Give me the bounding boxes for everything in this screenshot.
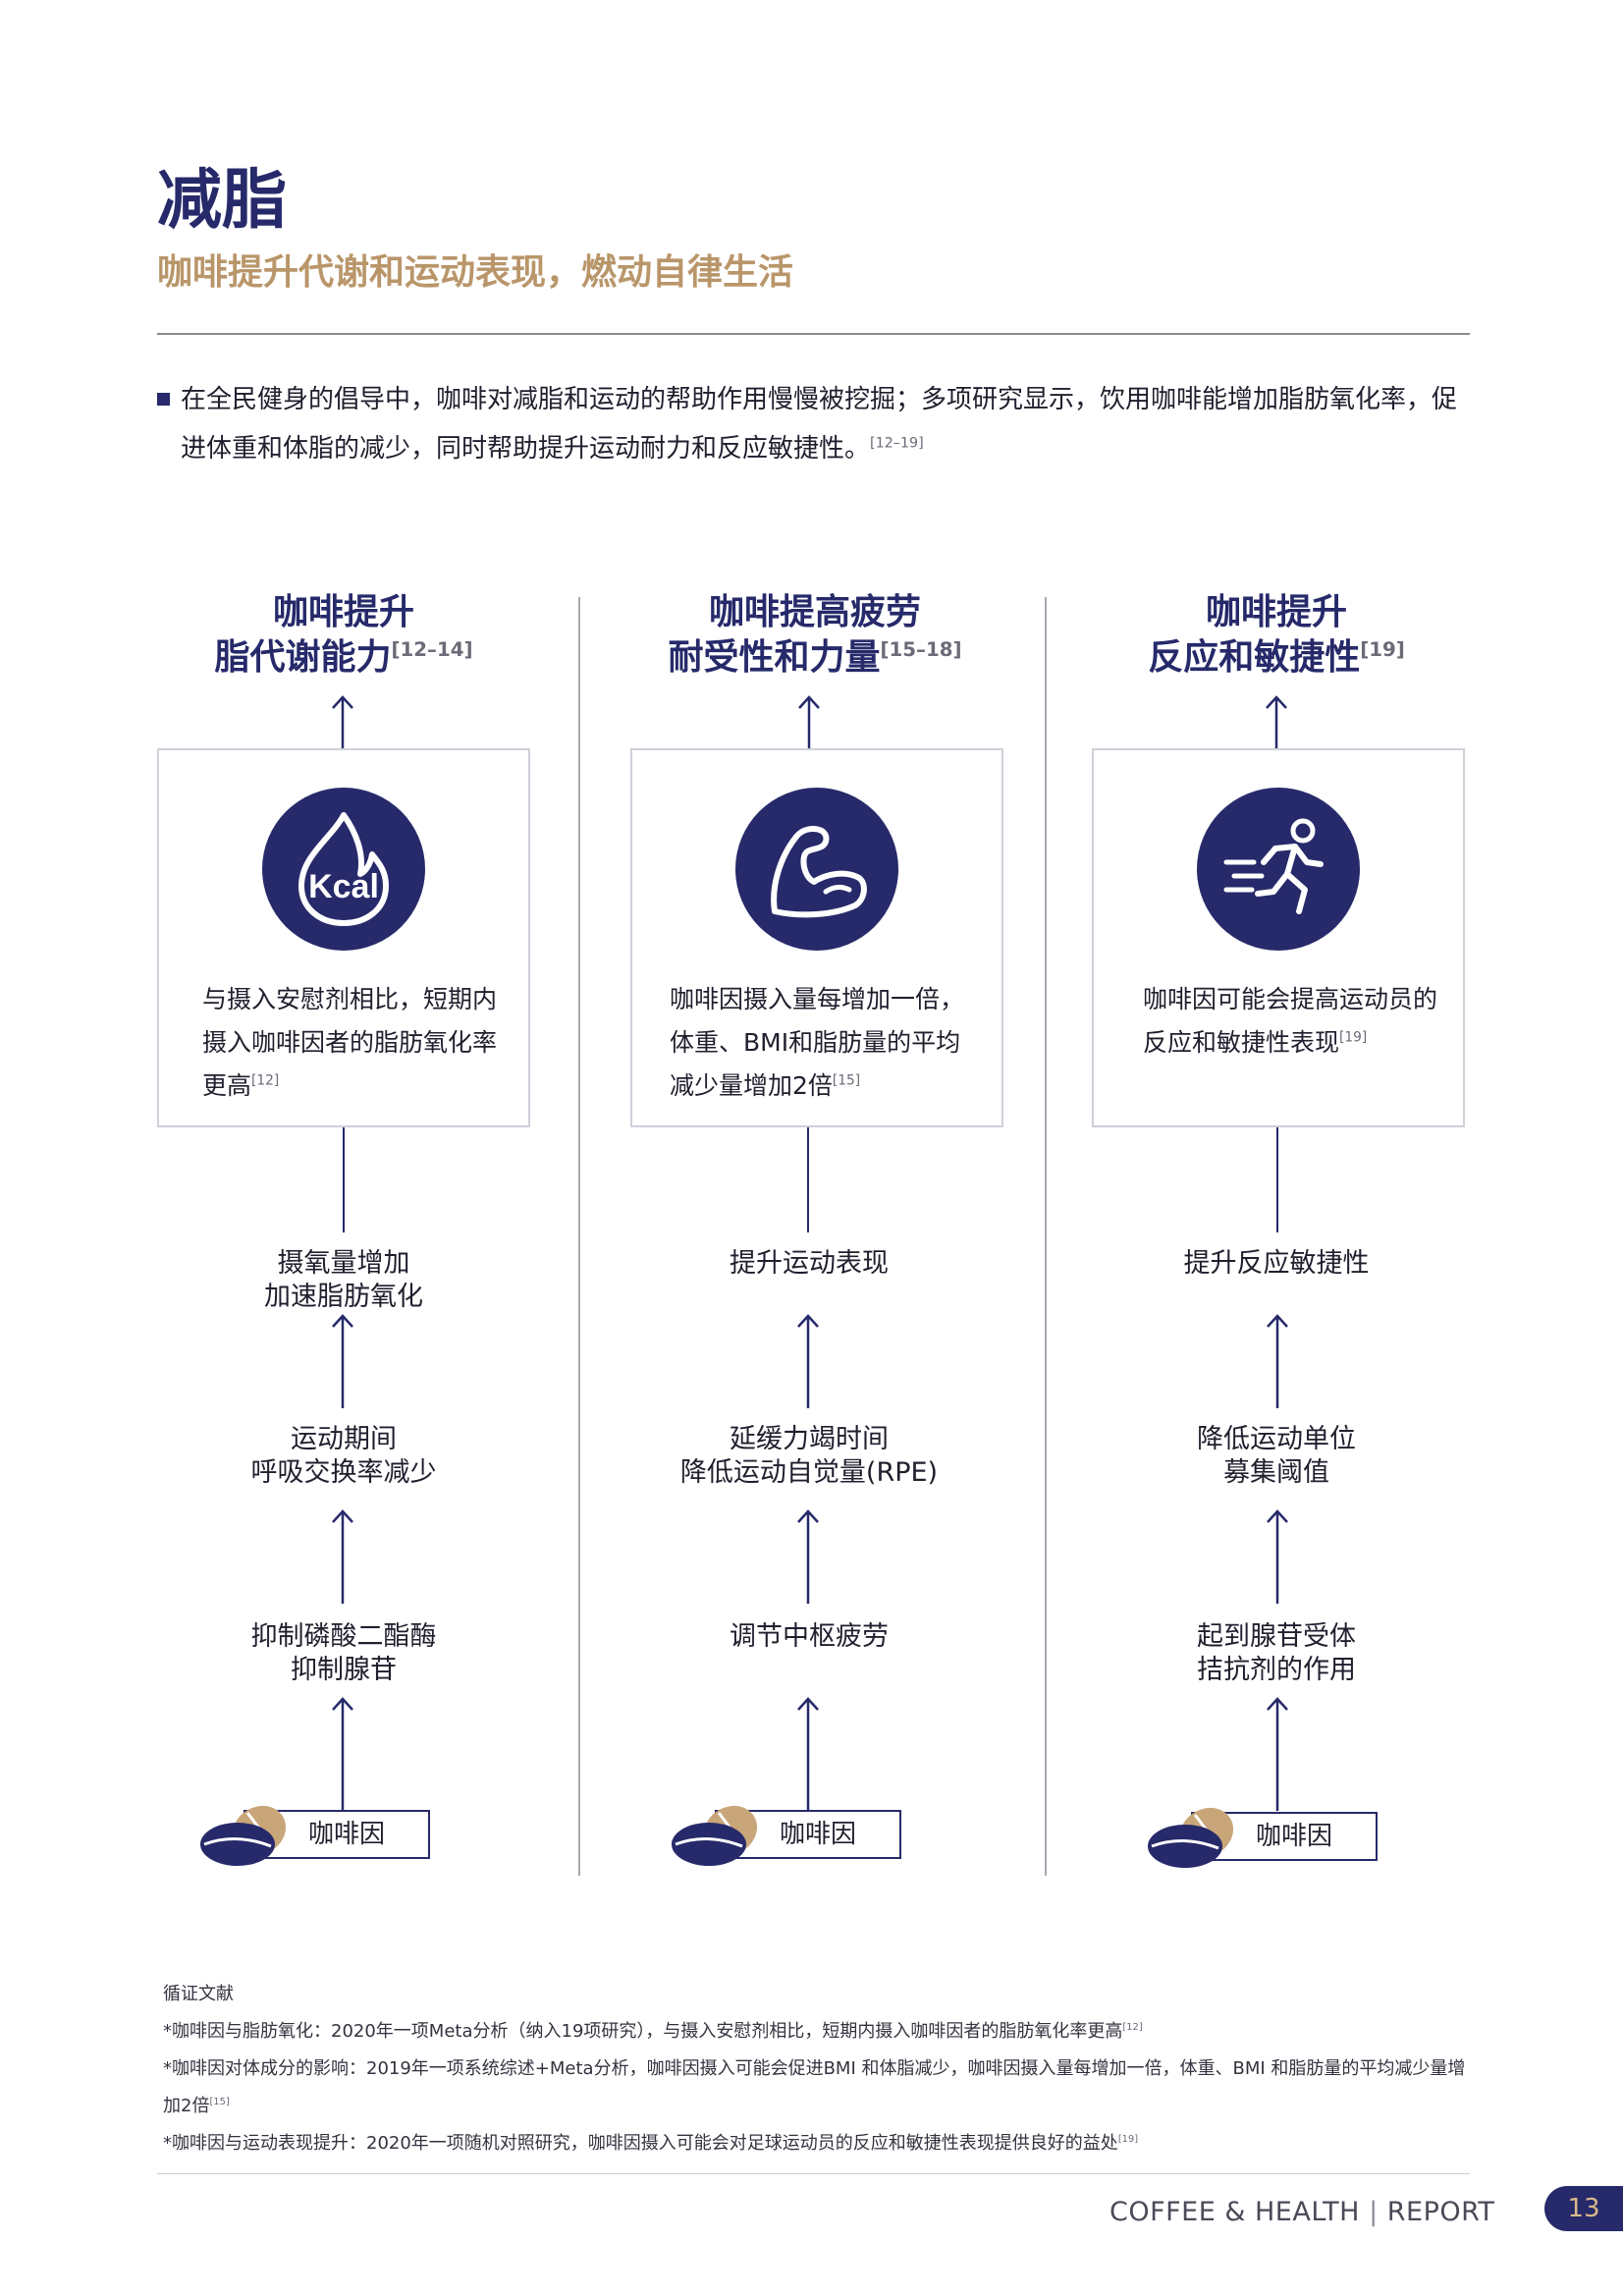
column-title-ref: [19] (1360, 638, 1405, 661)
card-ref: [19] (1339, 1029, 1368, 1046)
mechanism-step-3: 提升运动表现 (730, 1248, 889, 1279)
arrow-up-icon (1267, 1509, 1288, 1604)
card-text: 与摄入安慰剂相比，短期内摄入咖啡因者的脂肪氧化率更高[12] (202, 985, 498, 1100)
kcal-label: Kcal (308, 868, 379, 905)
reference-item: *咖啡因与运动表现提升：2020年一项随机对照研究，咖啡因摄入可能会对足球运动员… (163, 2133, 1139, 2154)
intro-ref: [12–19] (870, 435, 924, 452)
arrow-up-icon (797, 1509, 819, 1604)
column-title: 咖啡提高疲劳 耐受性和力量[15–18] (628, 590, 1001, 681)
mechanism-step-1: 抑制磷酸二酯酶 抑制腺苷 (250, 1621, 437, 1685)
running-person-icon (1197, 788, 1360, 951)
coffee-bean-icon (672, 1805, 758, 1866)
footer-brand: COFFEE & HEALTH | REPORT (1109, 2197, 1495, 2227)
info-card: 咖啡因摄入量每增加一倍，体重、BMI和脂肪量的平均减少量增加2倍[15] (630, 748, 1003, 1127)
references: 循证文献 *咖啡因与脂肪氧化：2020年一项Meta分析（纳入19项研究），与摄… (163, 1976, 1479, 2162)
page-title: 减脂 (157, 162, 287, 238)
arrow-up-icon (1266, 695, 1287, 750)
arrow-up-icon (797, 1314, 819, 1408)
reference-item: *咖啡因与脂肪氧化：2020年一项Meta分析（纳入19项研究），与摄入安慰剂相… (163, 2021, 1143, 2042)
column-title: 咖啡提升 脂代谢能力[12–14] (157, 590, 530, 681)
column-divider (1045, 597, 1047, 1876)
mechanism-step-1: 起到腺苷受体 拮抗剂的作用 (1197, 1621, 1356, 1685)
intro-text: 在全民健身的倡导中，咖啡对减脂和运动的帮助作用慢慢被挖掘；多项研究显示，饮用咖啡… (181, 385, 1458, 464)
column-title-ref: [15–18] (880, 638, 962, 661)
footer-separator: | (1369, 2197, 1387, 2227)
info-card: Kcal 与摄入安慰剂相比，短期内摄入咖啡因者的脂肪氧化率更高[12] (157, 748, 530, 1127)
mechanism-step-2: 运动期间 呼吸交换率减少 (250, 1424, 437, 1488)
column-title-ref: [12–14] (391, 638, 473, 661)
mechanism-step-3: 提升反应敏捷性 (1183, 1248, 1370, 1279)
arrow-up-icon (1267, 1314, 1288, 1408)
arrow-up-icon (797, 1697, 819, 1811)
coffee-bean-icon (1148, 1807, 1234, 1868)
mechanism-step-3: 摄氧量增加 加速脂肪氧化 (264, 1248, 423, 1312)
column-divider (578, 597, 580, 1876)
connector-line (807, 1127, 809, 1232)
arrow-up-icon (798, 695, 820, 750)
column-title-line2: 脂代谢能力 (214, 637, 392, 678)
mechanism-step-2: 降低运动单位 募集阈值 (1197, 1424, 1356, 1488)
column-title-line2: 耐受性和力量 (668, 637, 881, 678)
flexed-arm-icon (735, 788, 898, 951)
intro-paragraph: 在全民健身的倡导中，咖啡对减脂和运动的帮助作用慢慢被挖掘；多项研究显示，饮用咖啡… (157, 375, 1473, 473)
column-title-line1: 咖啡提升 (1205, 592, 1347, 632)
info-card: 咖啡因可能会提高运动员的反应和敏捷性表现[19] (1092, 748, 1465, 1127)
page-number: 13 (1544, 2186, 1623, 2231)
card-text: 咖啡因摄入量每增加一倍，体重、BMI和脂肪量的平均减少量增加2倍[15] (670, 985, 965, 1100)
connector-line (343, 1127, 345, 1232)
header-divider (157, 333, 1470, 335)
arrow-up-icon (332, 695, 353, 750)
column-title: 咖啡提升 反应和敏捷性[19] (1090, 590, 1463, 681)
square-bullet-icon (157, 393, 170, 406)
column-title-line2: 反应和敏捷性 (1148, 637, 1361, 678)
card-ref: [15] (832, 1072, 861, 1089)
column-title-line1: 咖啡提升 (272, 592, 414, 632)
kcal-flame-icon: Kcal (262, 788, 425, 951)
card-text: 咖啡因可能会提高运动员的反应和敏捷性表现[19] (1143, 985, 1438, 1057)
page-subtitle: 咖啡提升代谢和运动表现，燃动自律生活 (157, 252, 794, 293)
arrow-up-icon (332, 1697, 353, 1811)
footer-divider (157, 2173, 1470, 2174)
arrow-up-icon (332, 1509, 353, 1604)
column-title-line1: 咖啡提高疲劳 (708, 592, 921, 632)
card-ref: [12] (251, 1072, 280, 1089)
arrow-up-icon (332, 1314, 353, 1408)
arrow-up-icon (1267, 1697, 1288, 1811)
mechanism-step-1: 调节中枢疲劳 (730, 1621, 889, 1652)
mechanism-step-2: 延缓力竭时间 降低运动自觉量(RPE) (679, 1424, 939, 1488)
references-heading: 循证文献 (163, 1984, 234, 2004)
coffee-bean-icon (200, 1805, 287, 1866)
reference-item: *咖啡因对体成分的影响：2019年一项系统综述+Meta分析，咖啡因摄入可能会促… (163, 2058, 1466, 2116)
connector-line (1276, 1127, 1278, 1232)
